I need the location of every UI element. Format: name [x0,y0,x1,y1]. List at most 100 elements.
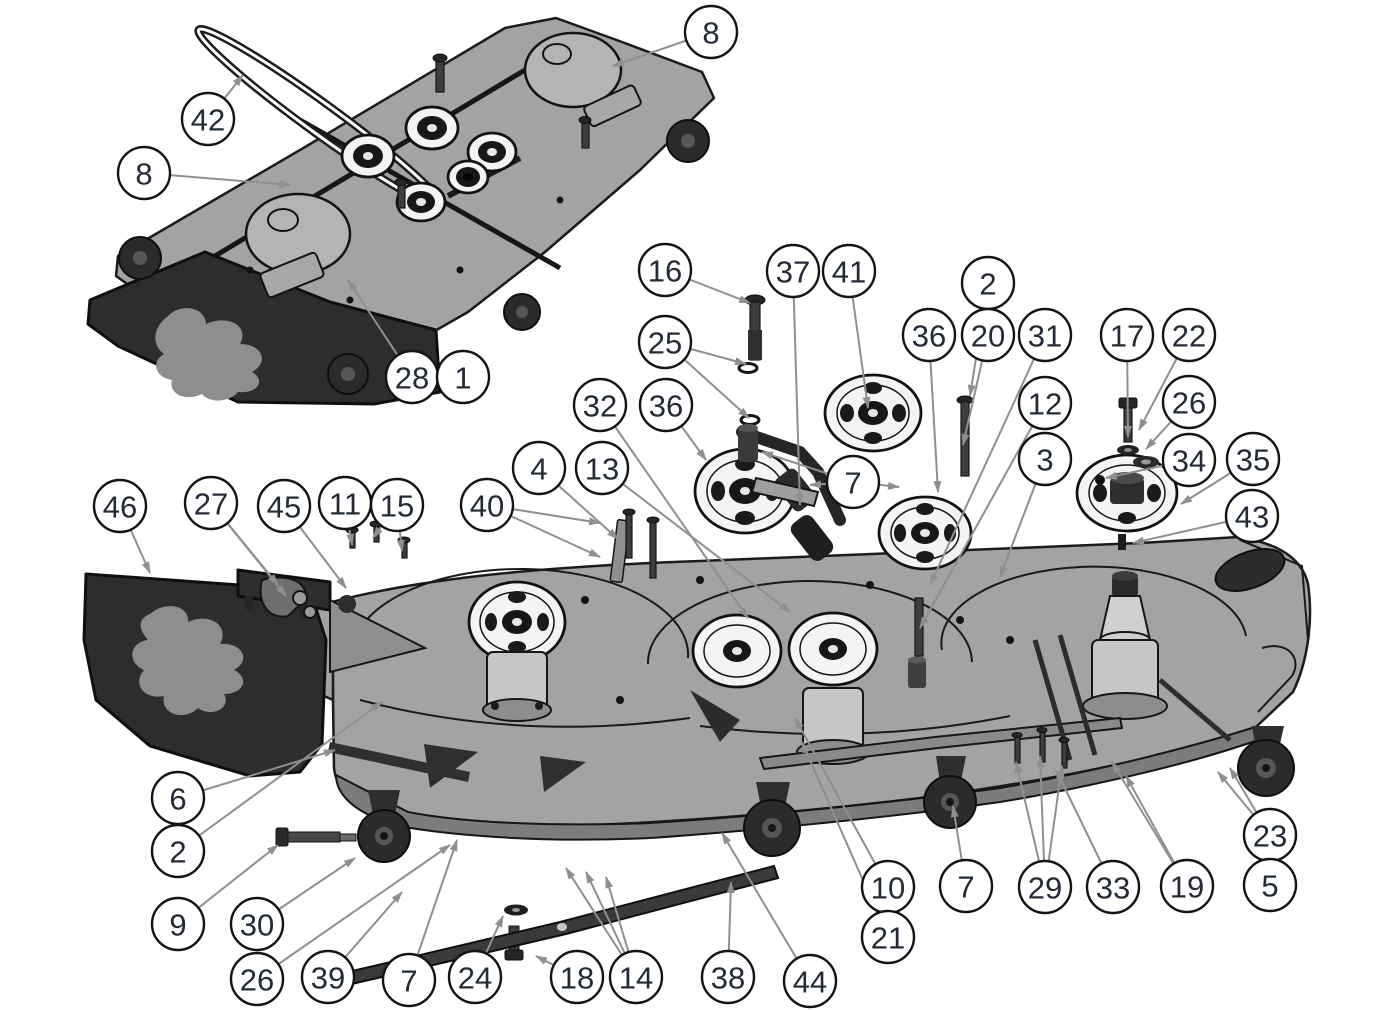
callout-2-lower-leader [177,701,383,852]
callout-44-label: 44 [793,965,827,1000]
callout-8-top-right: 8 [683,4,739,60]
deck-bolt-dot [1006,636,1014,644]
callout-33: 33 [1085,859,1141,915]
callout-37-circle [765,243,821,299]
deck-pulley [395,181,447,223]
callout-25-label: 25 [648,326,682,361]
callout-43: 43 [1224,488,1280,544]
callout-35-circle [1225,431,1281,487]
callout-16-circle [637,242,693,298]
callout-27-label: 27 [194,487,228,522]
callout-40-circle [459,477,515,533]
deck-bolt-dot [616,696,624,704]
hinge-bracket [259,576,307,618]
callout-3-label: 3 [1036,443,1053,478]
callout-40-label: 40 [470,489,504,524]
callout-12-circle [1017,375,1073,431]
callout-2-lower-circle [150,823,206,879]
callout-20-label: 20 [971,319,1005,354]
deck-bolt-dot [581,596,589,604]
callout-45-circle [256,478,312,534]
callout-38-circle [700,949,756,1005]
gauge-wheel [327,353,369,395]
callout-32: 32 [572,377,628,433]
callout-24-circle [447,949,503,1005]
callout-39: 39 [300,949,356,1005]
callout-41: 41 [821,243,877,299]
callout-12-label: 12 [1028,387,1062,422]
callout-18-label: 18 [560,961,594,996]
callout-26-upper: 26 [1161,374,1217,430]
callout-33-label: 33 [1096,871,1130,906]
callout-18: 18 [549,949,605,1005]
assembled-deck-illustration [86,16,716,406]
hanger-rod [1057,634,1098,756]
callout-7-lower-right-label: 7 [957,870,974,905]
callout-7-upper-circle [825,454,881,510]
spindle-shaft [394,53,592,209]
callout-33-circle [1085,859,1141,915]
callout-20-circle [960,307,1016,363]
deck-bolt-dot [456,266,464,274]
deck-wheel [1237,726,1295,797]
mower-blade-on-deck [758,716,1124,771]
callout-30: 30 [229,896,285,952]
callout-6-label: 6 [169,782,186,817]
deck-wheel [357,790,411,863]
callout-5: 5 [1242,857,1298,913]
callout-7-lower-right-circle [938,858,994,914]
anti-scalp-wheel [1214,548,1286,592]
callout-7-lower-left-circle [381,952,437,1008]
comb-tooth [245,596,253,610]
callout-42-circle [180,91,236,147]
callout-9-circle [150,896,206,952]
callout-32-circle [572,377,628,433]
callout-1-circle [435,349,491,405]
callout-17: 17 [1099,307,1155,363]
deck-bolt-dot [866,581,874,589]
callout-46-circle [92,478,148,534]
callout-27: 27 [183,475,239,531]
callout-44-circle [782,953,838,1009]
callout-41-label: 41 [832,255,866,290]
idler-pulley-exploded [693,447,797,535]
callout-28-label: 28 [395,361,429,396]
callout-37-leader [792,270,804,506]
callout-36-upper: 36 [901,307,957,363]
callout-10-label: 10 [871,871,905,906]
callout-14: 14 [608,949,664,1005]
deck-pulley [466,131,518,173]
callout-23: 23 [1242,807,1298,863]
callout-26-lower-leader [256,844,451,980]
deck-bolt-dot [696,576,704,584]
callout-27-circle [183,475,239,531]
baffle [424,744,478,788]
callout-12: 12 [1017,375,1073,431]
callout-19-label: 19 [1170,870,1204,905]
callout-36-mid-circle [638,377,694,433]
callout-13-label: 13 [585,452,619,487]
callout-15: 15 [369,477,425,533]
callout-37-label: 37 [776,255,810,290]
callout-12-leader [919,402,1046,629]
callout-31-circle [1017,307,1073,363]
callout-7-lower-right: 7 [938,858,994,914]
callout-13-circle [574,440,630,496]
callout-9: 9 [150,896,206,952]
grass-graphic [155,308,262,401]
callout-7-upper: 7 [825,454,881,510]
deck-pulley [404,105,460,151]
callout-18-circle [549,949,605,1005]
spindle-assembly-center [690,611,879,765]
mount-plate [329,598,428,674]
deck-wheel [743,782,801,857]
callout-4-circle [511,440,567,496]
callout-8-left-label: 8 [135,157,152,192]
callout-43-label: 43 [1235,500,1269,535]
gauge-wheel [118,236,162,280]
callout-44-leader [721,832,811,982]
callout-46-label: 46 [103,490,137,525]
callout-22: 22 [1161,307,1217,363]
callout-39-circle [300,949,356,1005]
